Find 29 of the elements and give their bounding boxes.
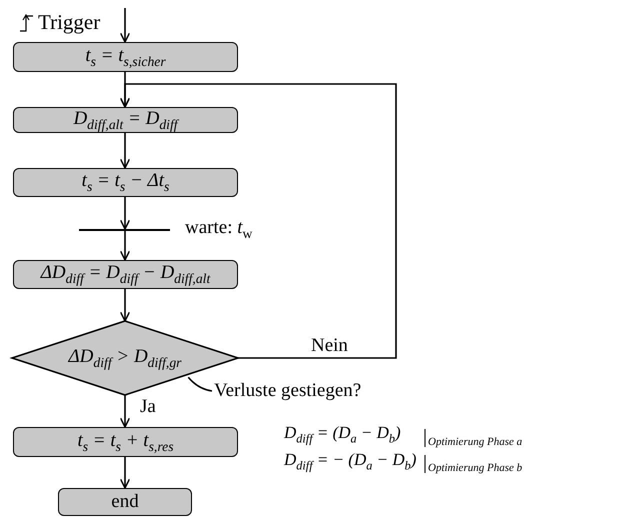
arrow bbox=[120, 133, 130, 169]
wait-label: warte: t$_{w}$ bbox=[185, 218, 252, 241]
condition-note: Optimierung Phase b bbox=[428, 462, 522, 474]
formula-text: t$_{s}$ = t$_{s}$ + t$_{s,res}$ bbox=[77, 430, 174, 454]
arrow bbox=[120, 289, 130, 322]
condition-note: Optimierung Phase a bbox=[428, 436, 522, 448]
formula-text: D$_{diff}$ = (D$_{a}$ − D$_{b}$) bbox=[284, 424, 401, 446]
process-box bbox=[13, 427, 238, 457]
formula-text: ΔD$_{diff}$ = D$_{diff}$ − D$_{diff,alt}$ bbox=[40, 263, 210, 286]
arrow bbox=[120, 395, 130, 428]
trigger-label: Trigger bbox=[38, 11, 100, 34]
formula-text: t$_{s}$ = t$_{s}$ − Δt$_{s}$ bbox=[82, 171, 170, 194]
formula-text: D$_{diff,alt}$ = D$_{diff}$ bbox=[73, 108, 178, 132]
arrow bbox=[120, 231, 130, 261]
formula-text: D$_{diff}$ = − (D$_{a}$ − D$_{b}$) bbox=[284, 451, 416, 473]
formula-text: t$_{s}$ = t$_{s,sicher}$ bbox=[85, 46, 166, 68]
process-box bbox=[13, 107, 238, 133]
node-text: end bbox=[111, 492, 139, 512]
process-box bbox=[13, 260, 238, 289]
arrow bbox=[120, 457, 130, 489]
terminal-box bbox=[58, 488, 192, 516]
formula-text: ΔD$_{diff}$ > D$_{diff,gr}$ bbox=[68, 346, 182, 370]
annotation-text: Verluste gestiegen? bbox=[214, 380, 362, 402]
arrow bbox=[120, 8, 130, 43]
arrow bbox=[120, 197, 130, 230]
process-box bbox=[13, 42, 238, 72]
process-box bbox=[13, 168, 238, 197]
leader-line bbox=[188, 376, 212, 392]
arrow bbox=[120, 83, 397, 359]
